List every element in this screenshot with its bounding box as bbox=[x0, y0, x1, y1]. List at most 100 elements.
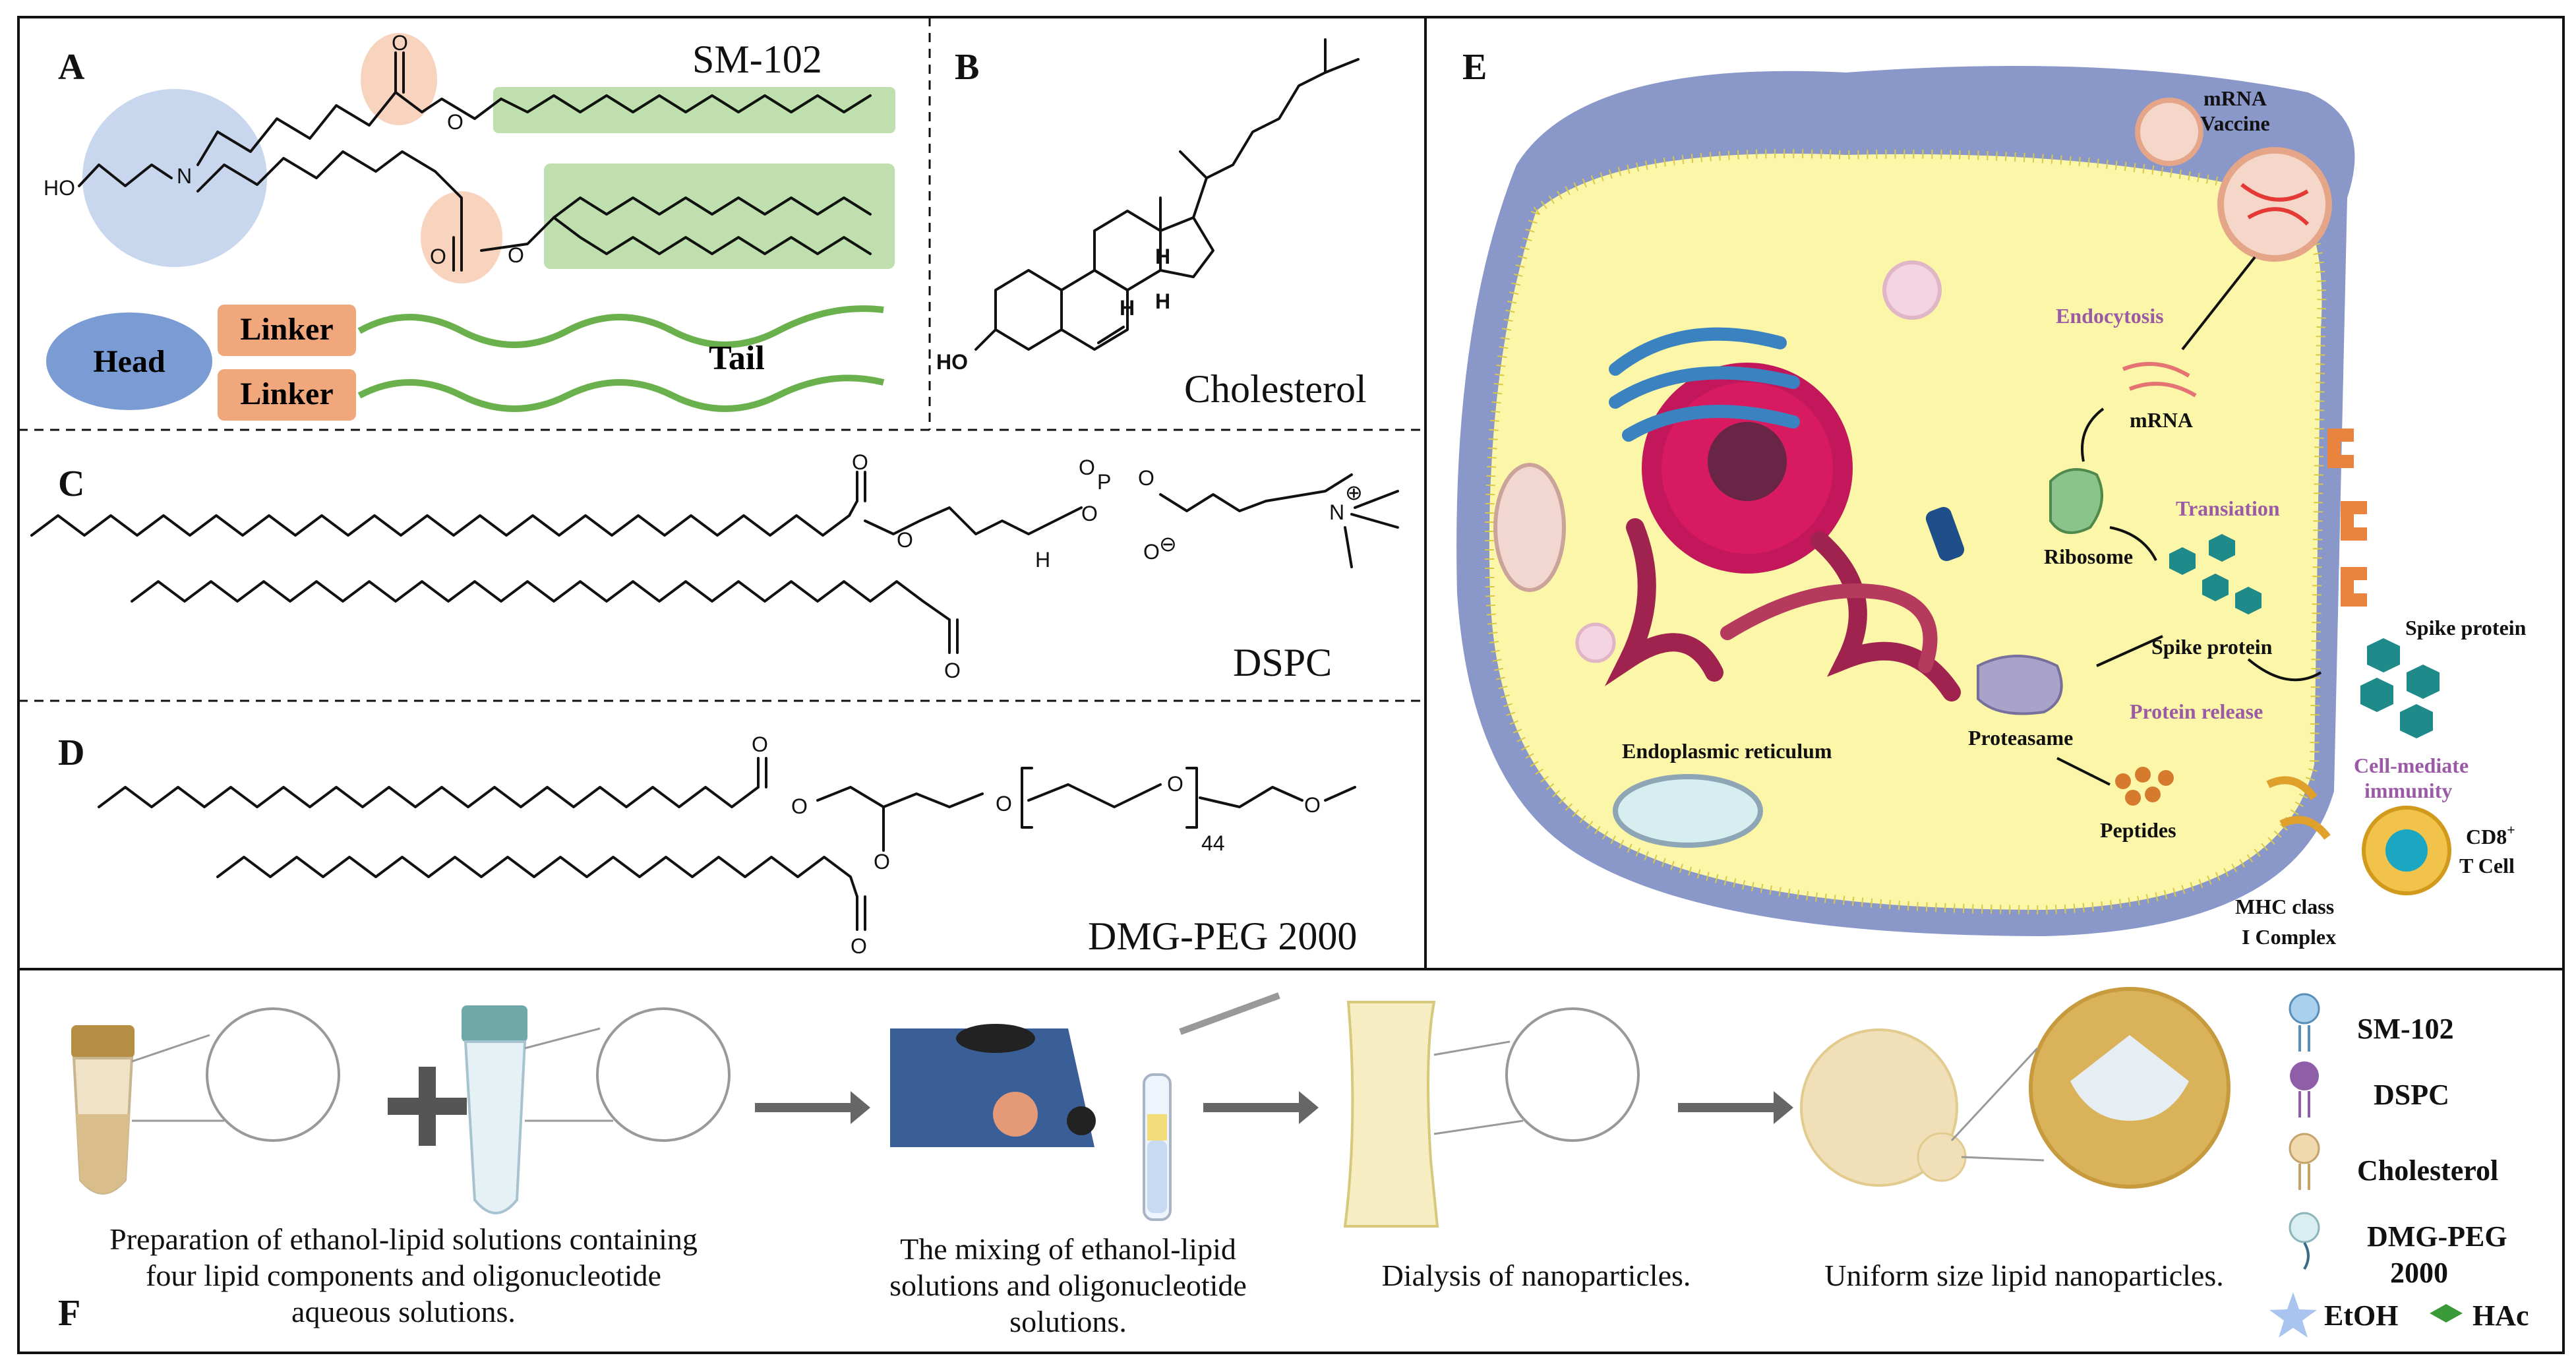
spike-inner-label: Spike protein bbox=[2151, 635, 2273, 659]
caption-2-line-1: The mixing of ethanol-lipid bbox=[900, 1232, 1236, 1266]
mrna-icon bbox=[2122, 362, 2197, 398]
sm102-n: N bbox=[177, 164, 192, 188]
linker-text-2: Linker bbox=[240, 376, 333, 411]
tube-1-liquid bbox=[76, 1114, 130, 1193]
mixer-knob bbox=[1067, 1106, 1096, 1135]
pipette bbox=[1179, 992, 1280, 1035]
lipid-zoom-circle bbox=[206, 1007, 340, 1142]
tcell-label: T Cell bbox=[2459, 854, 2515, 877]
panel-a-label: A bbox=[58, 47, 85, 88]
sm102-o3: O bbox=[430, 245, 446, 268]
arrow-3-head bbox=[1774, 1091, 1793, 1124]
tube-2 bbox=[464, 1040, 527, 1214]
dspc-chain-1 bbox=[30, 500, 858, 537]
panel-e-label: E bbox=[1462, 47, 1487, 88]
panel-a: A SM-102 HO N O O O O Head Linker Linker bbox=[44, 31, 895, 421]
vaccine-label-2: Vaccine bbox=[2200, 111, 2269, 135]
mhc-label-1: MHC class bbox=[2235, 895, 2334, 918]
ethanolamine-chain bbox=[78, 164, 173, 187]
caption-2-line-3: solutions. bbox=[1009, 1305, 1127, 1338]
dspc-chain-2 bbox=[131, 580, 951, 621]
ring-b bbox=[1060, 269, 1129, 351]
dmgpeg-title: DMG-PEG 2000 bbox=[1088, 914, 1357, 958]
dspc-glycerol bbox=[864, 506, 1083, 535]
er-label: Endoplasmic reticulum bbox=[1622, 739, 1832, 763]
surface-receptors bbox=[2327, 429, 2367, 607]
dspc-o6: O bbox=[1143, 540, 1160, 564]
cd8-text: CD8 bbox=[2466, 825, 2507, 848]
lnp-single bbox=[1917, 1132, 1967, 1182]
panel-b: B Cholesterol HO H H H bbox=[936, 38, 1367, 411]
ribosome-label: Ribosome bbox=[2044, 545, 2133, 568]
mrna-label: mRNA bbox=[2130, 408, 2193, 432]
panel-b-label: B bbox=[955, 47, 979, 88]
peg-unit bbox=[1027, 783, 1162, 808]
panel-f: F bbox=[58, 987, 2529, 1338]
ester-highlight-top bbox=[361, 33, 437, 125]
tail-lower-a bbox=[553, 196, 872, 219]
spike-outer-label: Spike protein bbox=[2405, 616, 2527, 639]
mrna-to-ribosome-arrow bbox=[2081, 407, 2105, 462]
t-cell-nucleus bbox=[2385, 829, 2428, 872]
cd8-label: CD8+ bbox=[2466, 821, 2515, 848]
mixed-tube-bottom-layer bbox=[1147, 1141, 1167, 1213]
mixer-button bbox=[993, 1092, 1038, 1137]
dspc-o5: O bbox=[1138, 466, 1154, 490]
tail-wave-1 bbox=[357, 305, 884, 348]
cmi-label-1: Cell-mediate bbox=[2354, 754, 2469, 777]
caption-3: Dialysis of nanoparticles. bbox=[1382, 1259, 1691, 1292]
dspc-h: H bbox=[1035, 548, 1050, 572]
cmi-label-2: immunity bbox=[2364, 779, 2452, 802]
centriole bbox=[1925, 506, 1965, 562]
ring-a bbox=[994, 269, 1063, 351]
linker-box-1 bbox=[218, 305, 356, 356]
head-text: Head bbox=[93, 344, 165, 379]
chain-lower bbox=[196, 150, 463, 239]
tail-lower-b bbox=[553, 216, 872, 255]
peptides-cluster bbox=[2115, 767, 2174, 806]
mixer-device bbox=[890, 1028, 1094, 1147]
endocytosis-arrow bbox=[2181, 256, 2256, 351]
spike-protein-outer bbox=[2360, 638, 2440, 738]
sm102-o2: O bbox=[447, 110, 464, 134]
head-highlight bbox=[82, 89, 267, 267]
panel-e: E mRNA Vaccine Endocytosis mRNA Rib bbox=[1456, 47, 2527, 949]
mixer-top bbox=[956, 1024, 1035, 1053]
dspc-choline bbox=[1159, 473, 1353, 512]
panel-c-label: C bbox=[58, 463, 84, 504]
ring-c bbox=[1093, 210, 1162, 291]
vesicle-top bbox=[1882, 260, 1942, 320]
tail-highlight-bottom bbox=[544, 164, 895, 269]
dspc-n: N bbox=[1329, 500, 1344, 524]
cholesterol-h3: H bbox=[1155, 289, 1170, 313]
panel-frames bbox=[17, 16, 2565, 1354]
golgi-ribbon bbox=[1720, 583, 1938, 673]
dspc-p: P bbox=[1097, 470, 1111, 494]
etoh-star-icon bbox=[2269, 1292, 2317, 1338]
dmg-o6: O bbox=[874, 850, 890, 874]
cd8-sup: + bbox=[2507, 821, 2515, 838]
dmg-o4: O bbox=[1167, 772, 1183, 796]
side-chain bbox=[1192, 58, 1360, 219]
endocytosis-label: Endocytosis bbox=[2056, 304, 2164, 328]
tail-upper bbox=[500, 94, 872, 113]
arrow-1-head bbox=[851, 1091, 870, 1124]
dspc-o7: O bbox=[944, 659, 961, 682]
tube-1-cap bbox=[71, 1025, 135, 1058]
dmg-o1: O bbox=[752, 732, 768, 756]
sm102-ho: HO bbox=[44, 176, 75, 200]
to-peptides-arrow bbox=[2056, 757, 2111, 786]
proteasome bbox=[1977, 655, 2063, 715]
dspc-plus: ⊕ bbox=[1345, 481, 1363, 504]
spike-protein-inner bbox=[2169, 534, 2261, 614]
nucleolus bbox=[1708, 422, 1787, 501]
tube-2-cap bbox=[462, 1005, 527, 1042]
dspc-o4: O bbox=[1079, 456, 1095, 479]
lnp-core bbox=[2070, 1035, 2189, 1121]
legend-etoh: EtOH bbox=[2324, 1299, 2398, 1332]
caption-2-line-2: solutions and oligonucleotide bbox=[889, 1268, 1247, 1302]
dmg-legend-icon bbox=[2289, 1212, 2320, 1243]
peptides-label: Peptides bbox=[2100, 818, 2176, 842]
mitochondrion bbox=[1493, 463, 1566, 592]
peg-end bbox=[1199, 786, 1303, 808]
